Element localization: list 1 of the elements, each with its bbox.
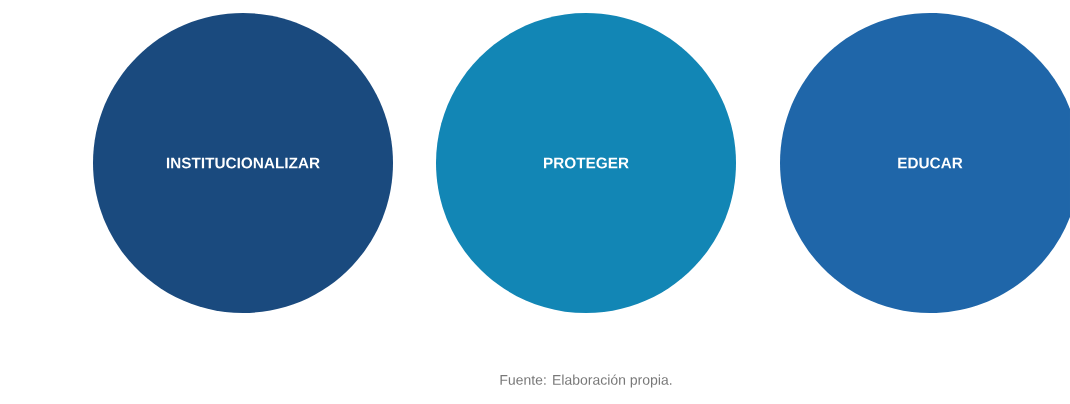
caption: Fuente: Elaboración propia. <box>500 374 672 388</box>
